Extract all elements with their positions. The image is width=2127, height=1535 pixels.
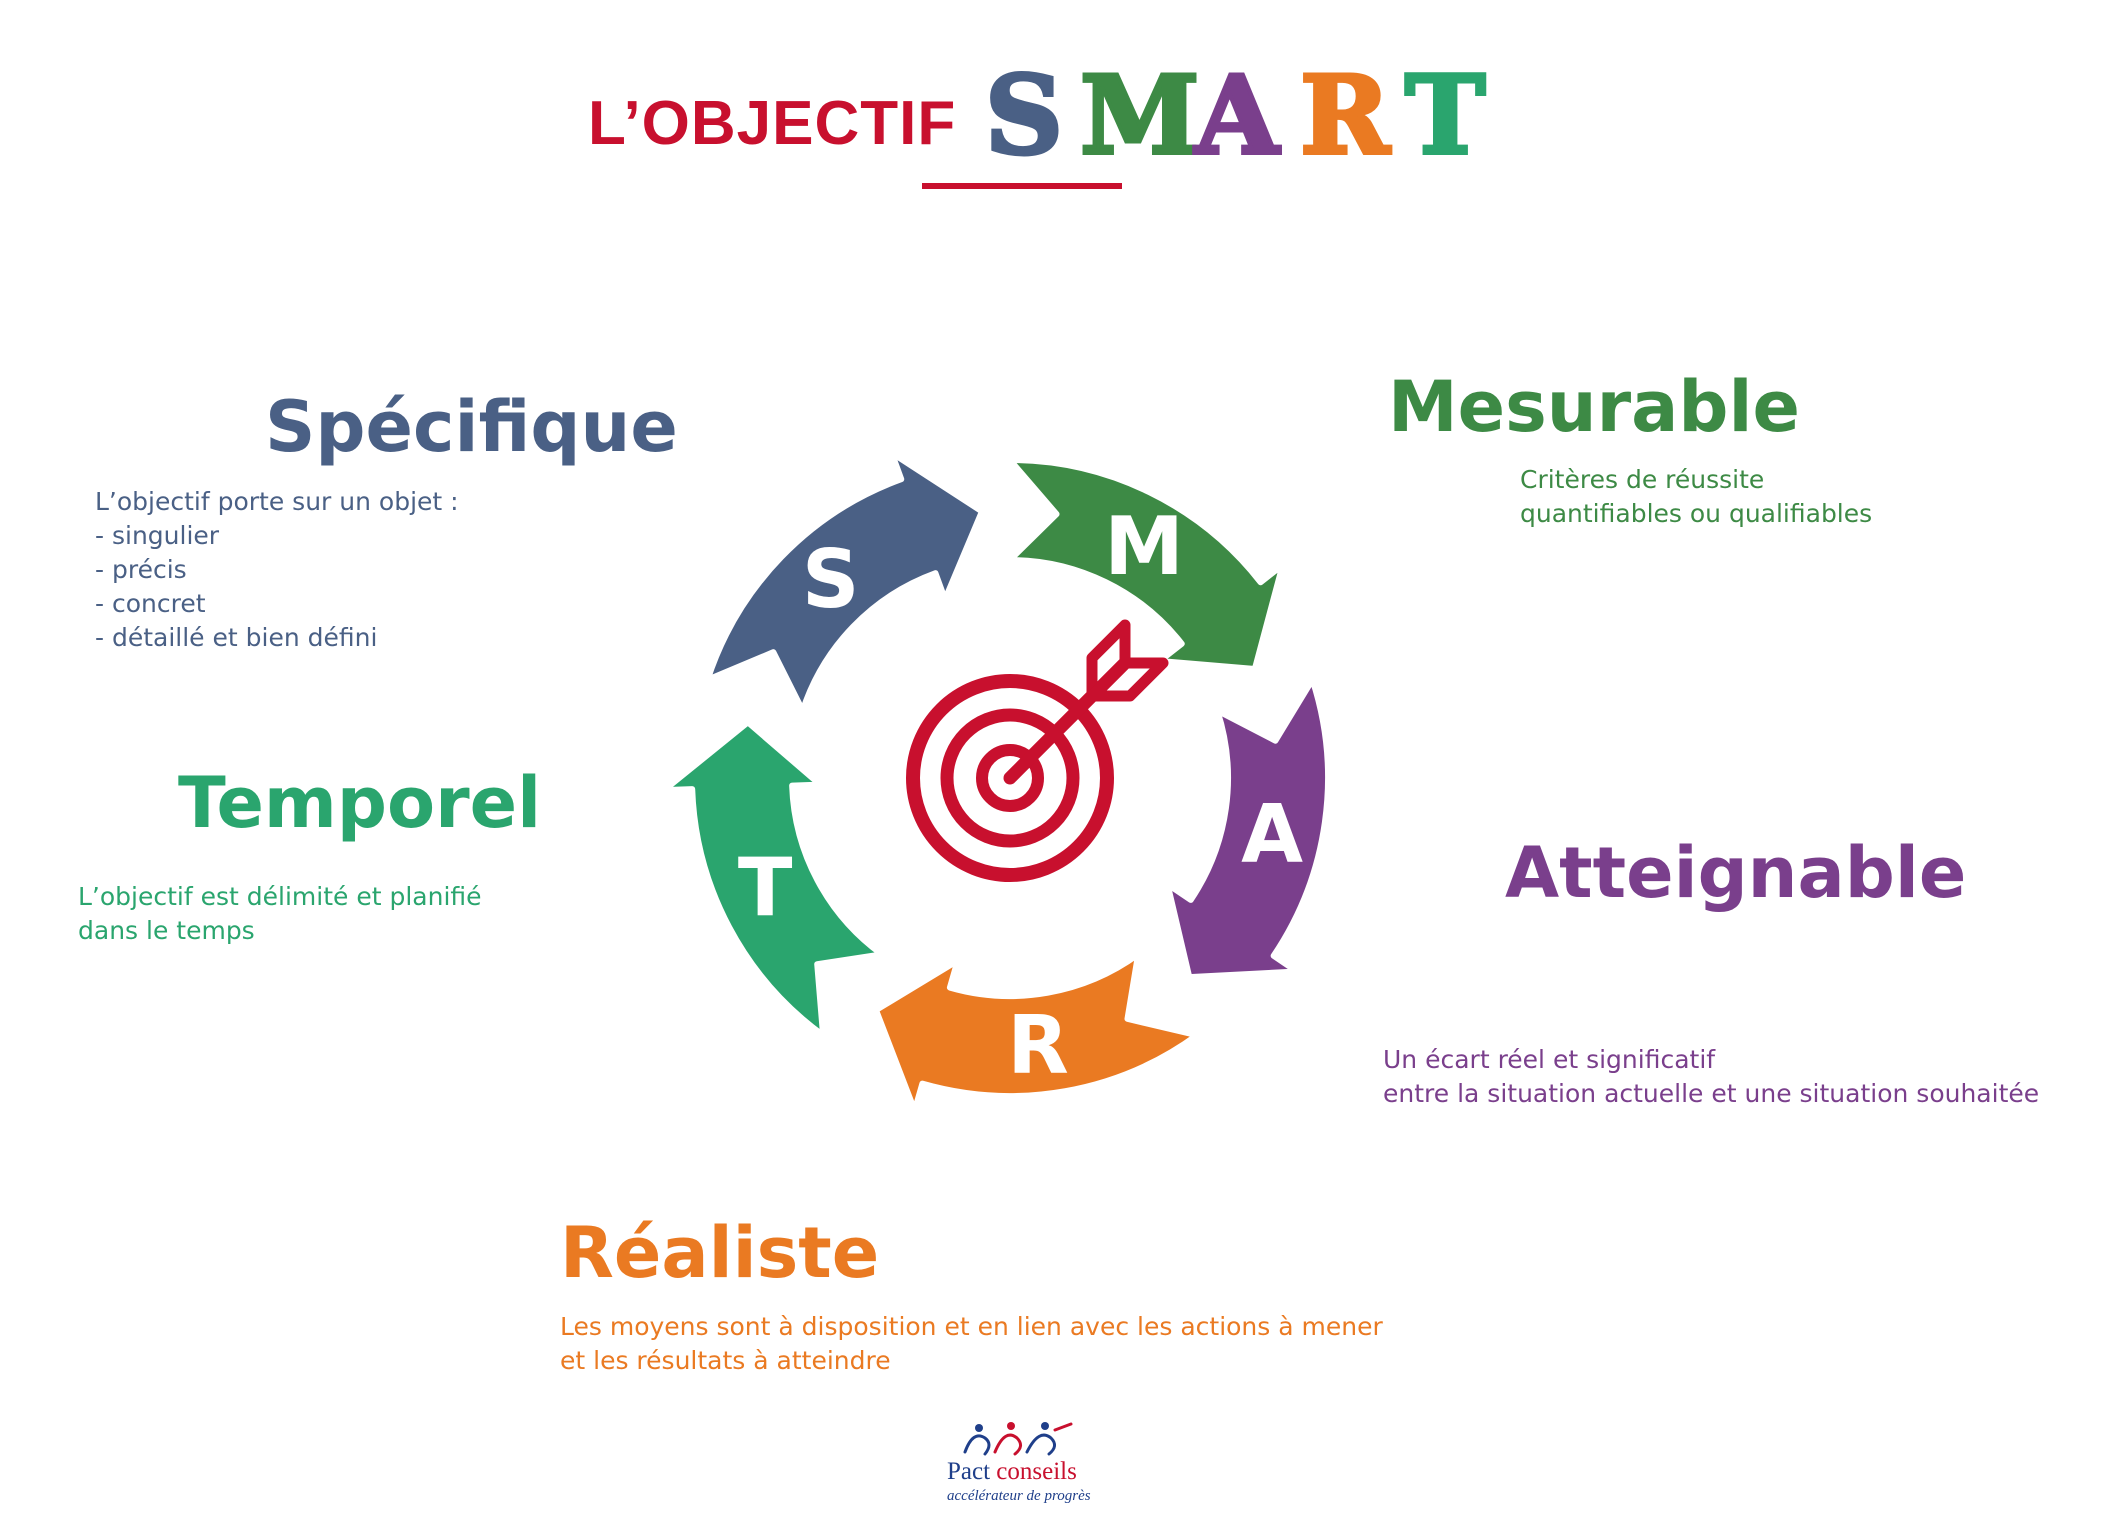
heading-realiste: Réaliste bbox=[560, 1212, 880, 1294]
desc-mesurable: Critères de réussite quantifiables ou qu… bbox=[1520, 463, 1872, 531]
desc-realiste: Les moyens sont à disposition et en lien… bbox=[560, 1310, 1383, 1378]
desc-temporel: L’objectif est délimité et planifié dans… bbox=[78, 880, 482, 948]
title-letter-r: R bbox=[1298, 53, 1392, 179]
target-middle-ring bbox=[940, 708, 1080, 848]
target-inner-ring bbox=[976, 744, 1044, 812]
arrow-segment-r bbox=[873, 951, 1200, 1114]
desc-mesurable-line-1: Critères de réussite bbox=[1520, 465, 1765, 494]
desc-specifique-line-3: - précis bbox=[95, 555, 187, 584]
arrow-segment-t bbox=[661, 719, 885, 1039]
pact-conseils-logo: Pact conseils accélérateur de progrès bbox=[925, 1420, 1105, 1515]
title-row: L’OBJECTIF S M A R T bbox=[0, 60, 2127, 190]
heading-temporel: Temporel bbox=[178, 762, 542, 844]
target-outer-ring bbox=[906, 674, 1114, 882]
arrow-segment-a bbox=[1164, 676, 1331, 981]
arrow-fletch-lower bbox=[1086, 657, 1169, 702]
desc-atteignable: Un écart réel et significatif entre la s… bbox=[1383, 1043, 2039, 1111]
heading-mesurable: Mesurable bbox=[1388, 366, 1800, 448]
title-underline bbox=[922, 183, 1122, 189]
target-arrow-icon bbox=[906, 619, 1169, 882]
desc-specifique-line-2: - singulier bbox=[95, 521, 220, 550]
segment-letter-s: S bbox=[802, 533, 860, 626]
heading-atteignable: Atteignable bbox=[1505, 832, 1967, 914]
logo-name: Pact conseils bbox=[947, 1458, 1077, 1486]
logo-tagline: accélérateur de progrès bbox=[947, 1488, 1091, 1504]
arrow-segment-s bbox=[704, 449, 985, 714]
segment-letter-r: R bbox=[1007, 999, 1069, 1092]
arrow-segment-m bbox=[1007, 457, 1286, 672]
title-letter-m: M bbox=[1078, 53, 1202, 179]
desc-temporel-line-1: L’objectif est délimité et planifié bbox=[78, 882, 482, 911]
segment-letter-t: T bbox=[738, 841, 793, 934]
desc-specifique-line-4: - concret bbox=[95, 589, 206, 618]
title-letter-a: A bbox=[1193, 53, 1281, 179]
title-letter-t: T bbox=[1403, 53, 1487, 179]
desc-realiste-line-1: Les moyens sont à disposition et en lien… bbox=[560, 1312, 1383, 1341]
title-prefix: L’OBJECTIF bbox=[588, 89, 957, 158]
segment-letter-m: M bbox=[1104, 500, 1184, 593]
segment-letter-a: A bbox=[1241, 788, 1303, 881]
desc-atteignable-line-2: entre la situation actuelle et une situa… bbox=[1383, 1079, 2040, 1108]
logo-name-conseils: conseils bbox=[996, 1458, 1077, 1485]
desc-realiste-line-2: et les résultats à atteindre bbox=[560, 1346, 891, 1375]
desc-temporel-line-2: dans le temps bbox=[78, 916, 255, 945]
desc-atteignable-line-1: Un écart réel et significatif bbox=[1383, 1045, 1716, 1074]
desc-mesurable-line-2: quantifiables ou qualifiables bbox=[1520, 499, 1873, 528]
desc-specifique-line-5: - détaillé et bien défini bbox=[95, 623, 378, 652]
logo-figures-icon bbox=[963, 1422, 1073, 1456]
heading-specifique: Spécifique bbox=[265, 386, 678, 468]
desc-specifique: L’objectif porte sur un objet : - singul… bbox=[95, 485, 459, 655]
desc-specifique-line-1: L’objectif porte sur un objet : bbox=[95, 487, 459, 516]
title-letter-s: S bbox=[983, 53, 1065, 179]
logo-name-pact: Pact bbox=[947, 1458, 991, 1485]
